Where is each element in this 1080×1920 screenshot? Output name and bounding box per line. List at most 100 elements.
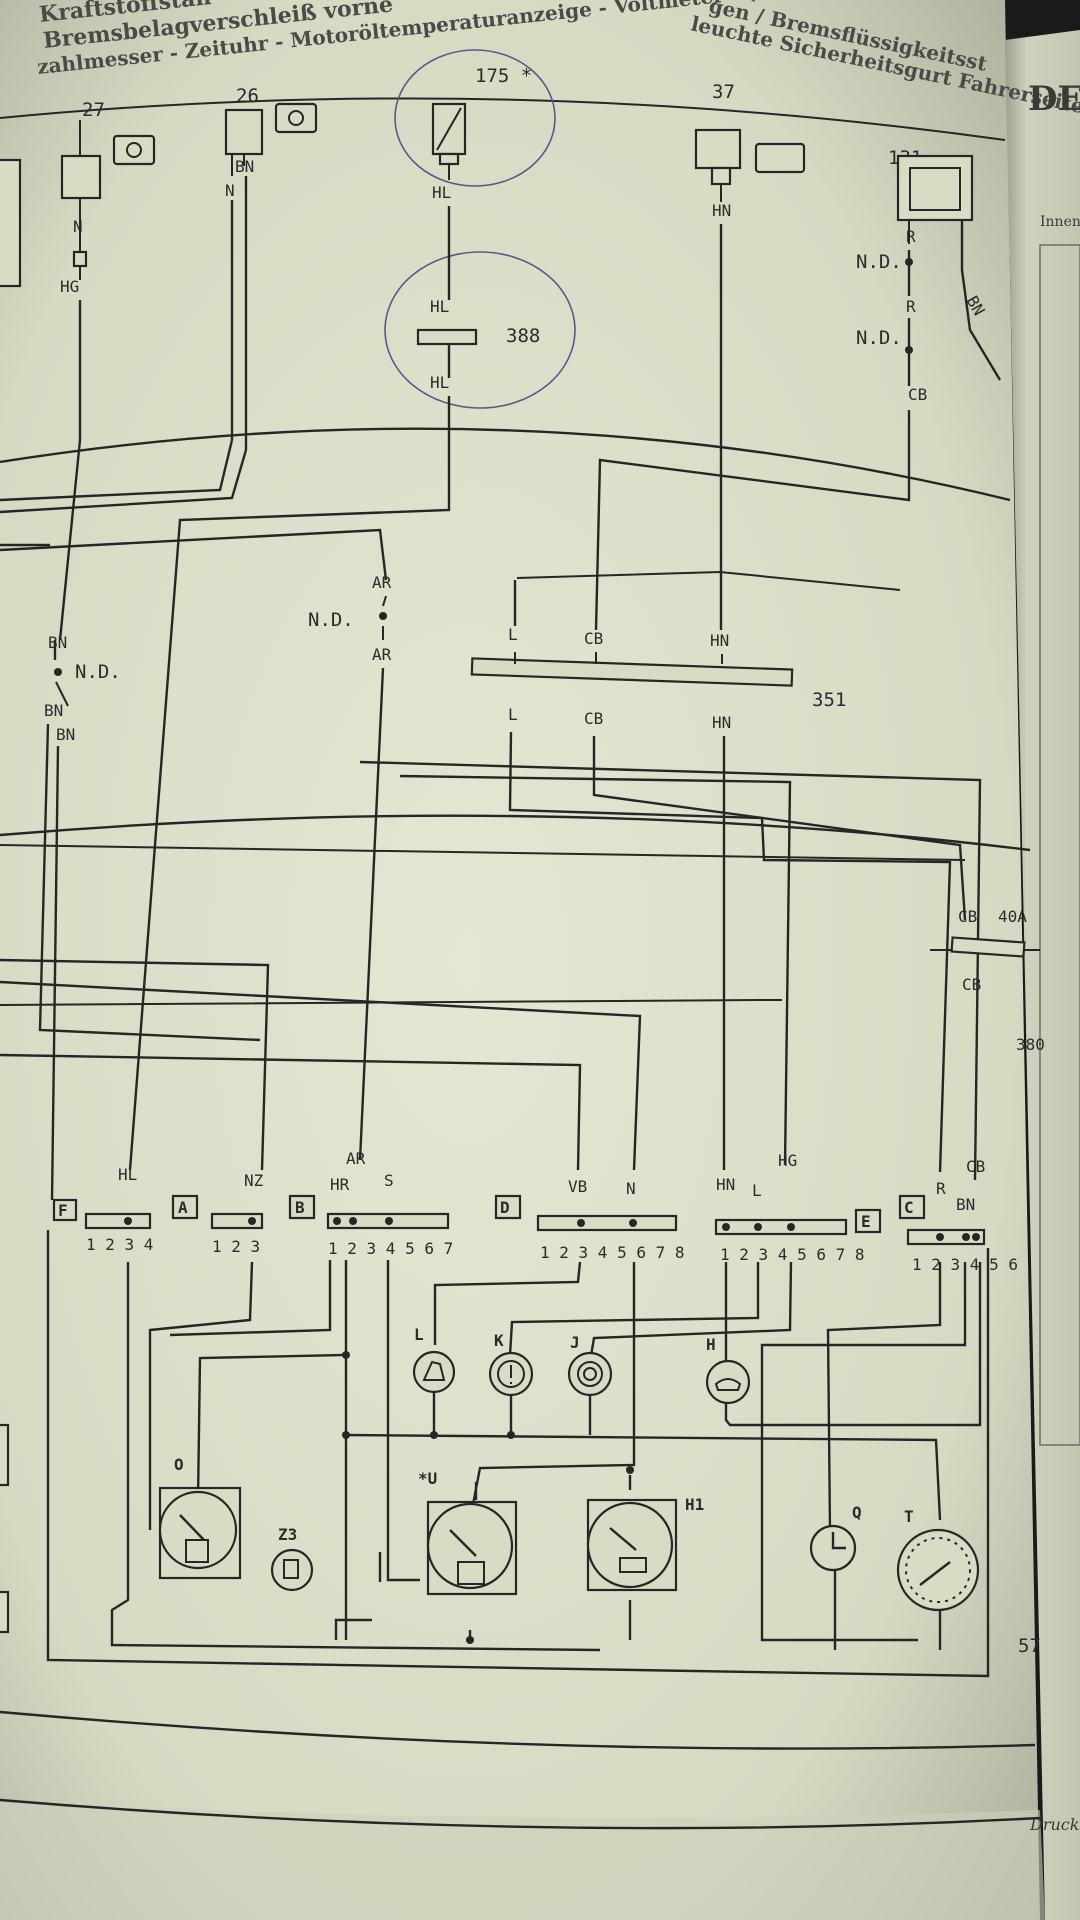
svg-text:HL: HL	[432, 183, 451, 202]
svg-text:R: R	[936, 1179, 946, 1198]
gauge-o: O	[158, 1455, 242, 1580]
svg-text:O: O	[174, 1455, 184, 1474]
svg-text:N: N	[225, 181, 235, 200]
svg-text:J: J	[570, 1333, 580, 1352]
svg-text:HN: HN	[712, 201, 731, 220]
component-351: L CB HN 351 L CB HN	[470, 570, 901, 732]
svg-text:A: A	[178, 1198, 188, 1217]
svg-text:Q: Q	[852, 1503, 862, 1522]
svg-text:37: 37	[712, 81, 735, 103]
svg-text:N: N	[73, 217, 83, 236]
svg-text:T: T	[904, 1507, 914, 1526]
svg-text:L: L	[508, 625, 518, 644]
svg-text:NZ: NZ	[244, 1171, 264, 1190]
svg-text:1 2 3: 1 2 3	[212, 1237, 260, 1256]
svg-text:S: S	[384, 1171, 394, 1190]
svg-text:HN: HN	[716, 1175, 735, 1194]
wires-top	[0, 154, 1002, 1171]
svg-text:L: L	[752, 1181, 762, 1200]
svg-text:BN: BN	[235, 157, 254, 176]
svg-text:HL: HL	[430, 297, 449, 316]
svg-text:H: H	[706, 1335, 716, 1354]
connector-top-labels: HL NZ HR AR S VB N HN L HG R BN CB	[118, 1149, 985, 1214]
component-388: HL 388 HL	[384, 251, 576, 409]
component-27: 27 N HG	[60, 99, 156, 296]
svg-text:1 2 3 4 5 6 7 8: 1 2 3 4 5 6 7 8	[720, 1245, 865, 1264]
wires-cluster	[110, 1260, 982, 1652]
connector-f: F 1 2 3 4	[52, 1198, 153, 1254]
lamp-j: J	[567, 1333, 613, 1397]
svg-text:HN: HN	[710, 631, 729, 650]
page-right	[1005, 30, 1080, 1920]
svg-text:E: E	[861, 1212, 871, 1231]
component-175: 175 * HL	[394, 49, 556, 202]
svg-text:HN: HN	[712, 713, 731, 732]
svg-text:L: L	[508, 705, 518, 724]
svg-text:BN: BN	[48, 633, 67, 652]
component-26: 26 BN N	[224, 85, 318, 200]
component-37: 37 HN	[694, 81, 806, 220]
component-40a: CB 40A CB 380	[950, 907, 1045, 1054]
svg-text:CB: CB	[958, 907, 977, 926]
svg-text:BN: BN	[56, 725, 75, 744]
lamp-h: H	[705, 1335, 751, 1405]
svg-text:VB: VB	[568, 1177, 587, 1196]
connector-d: D 1 2 3 4 5 6 7 8	[494, 1194, 685, 1262]
svg-text:CB: CB	[908, 385, 927, 404]
left-bn-junction: BN N.D. BN BN	[38, 633, 261, 1201]
svg-text:40A: 40A	[998, 907, 1027, 926]
right-page-footer: Drucksche	[1029, 1815, 1080, 1834]
svg-text:388: 388	[506, 325, 540, 347]
svg-text:*U: *U	[418, 1469, 437, 1488]
svg-text:AR: AR	[372, 573, 392, 592]
svg-text:1 2 3 4 5 6 7 8: 1 2 3 4 5 6 7 8	[540, 1243, 685, 1262]
svg-text:AR: AR	[346, 1149, 366, 1168]
svg-text:N.D.: N.D.	[856, 327, 902, 349]
svg-text:R: R	[906, 297, 916, 316]
svg-text:CB: CB	[584, 629, 603, 648]
svg-text:BN: BN	[956, 1195, 975, 1214]
svg-text:CB: CB	[966, 1157, 985, 1176]
svg-text:CB: CB	[584, 709, 603, 728]
svg-text:C: C	[904, 1198, 914, 1217]
lamp-k: K	[488, 1331, 534, 1397]
ar-junction: AR N.D. AR	[308, 573, 392, 1161]
connector-a: A 1 2 3	[171, 1194, 264, 1256]
connector-dots	[124, 1217, 980, 1241]
svg-text:AR: AR	[372, 645, 392, 664]
svg-text:N: N	[626, 1179, 636, 1198]
gauge-t: T	[896, 1507, 980, 1612]
connector-e: 1 2 3 4 5 6 7 8 E	[714, 1208, 882, 1264]
component-131: 131 R N.D. R N.D. CB BN	[856, 147, 989, 404]
svg-text:D: D	[500, 1198, 510, 1217]
svg-text:26: 26	[236, 85, 259, 107]
svg-text:175 *: 175 *	[475, 65, 532, 87]
svg-text:1 2 3 4: 1 2 3 4	[86, 1235, 153, 1254]
page-left	[0, 0, 1040, 1920]
svg-text:HG: HG	[778, 1151, 797, 1170]
gauge-q: Q	[809, 1503, 862, 1572]
svg-text:BN: BN	[44, 701, 63, 720]
gauge-h1: H1	[586, 1495, 704, 1592]
instrument-cluster-outline	[46, 1230, 990, 1678]
svg-text:CB: CB	[962, 975, 981, 994]
svg-text:L: L	[414, 1325, 424, 1344]
svg-text:N.D.: N.D.	[75, 661, 121, 683]
wires-middle	[0, 731, 1040, 1181]
svg-text:351: 351	[812, 689, 846, 711]
svg-text:27: 27	[82, 99, 105, 121]
svg-text:HR: HR	[330, 1175, 350, 1194]
svg-text:Z3: Z3	[278, 1525, 297, 1544]
lamp-l: L	[412, 1325, 456, 1394]
svg-text:K: K	[494, 1331, 504, 1350]
svg-text:N.D.: N.D.	[856, 251, 902, 273]
svg-text:H1: H1	[685, 1495, 704, 1514]
page-number: 57	[1018, 1635, 1041, 1657]
svg-text:B: B	[295, 1198, 305, 1217]
svg-text:F: F	[58, 1201, 68, 1220]
svg-text:380: 380	[1016, 1035, 1045, 1054]
svg-text:HL: HL	[430, 373, 449, 392]
svg-text:1 2 3 4 5 6 7: 1 2 3 4 5 6 7	[328, 1239, 453, 1258]
right-page-heading: DE	[1028, 79, 1080, 119]
